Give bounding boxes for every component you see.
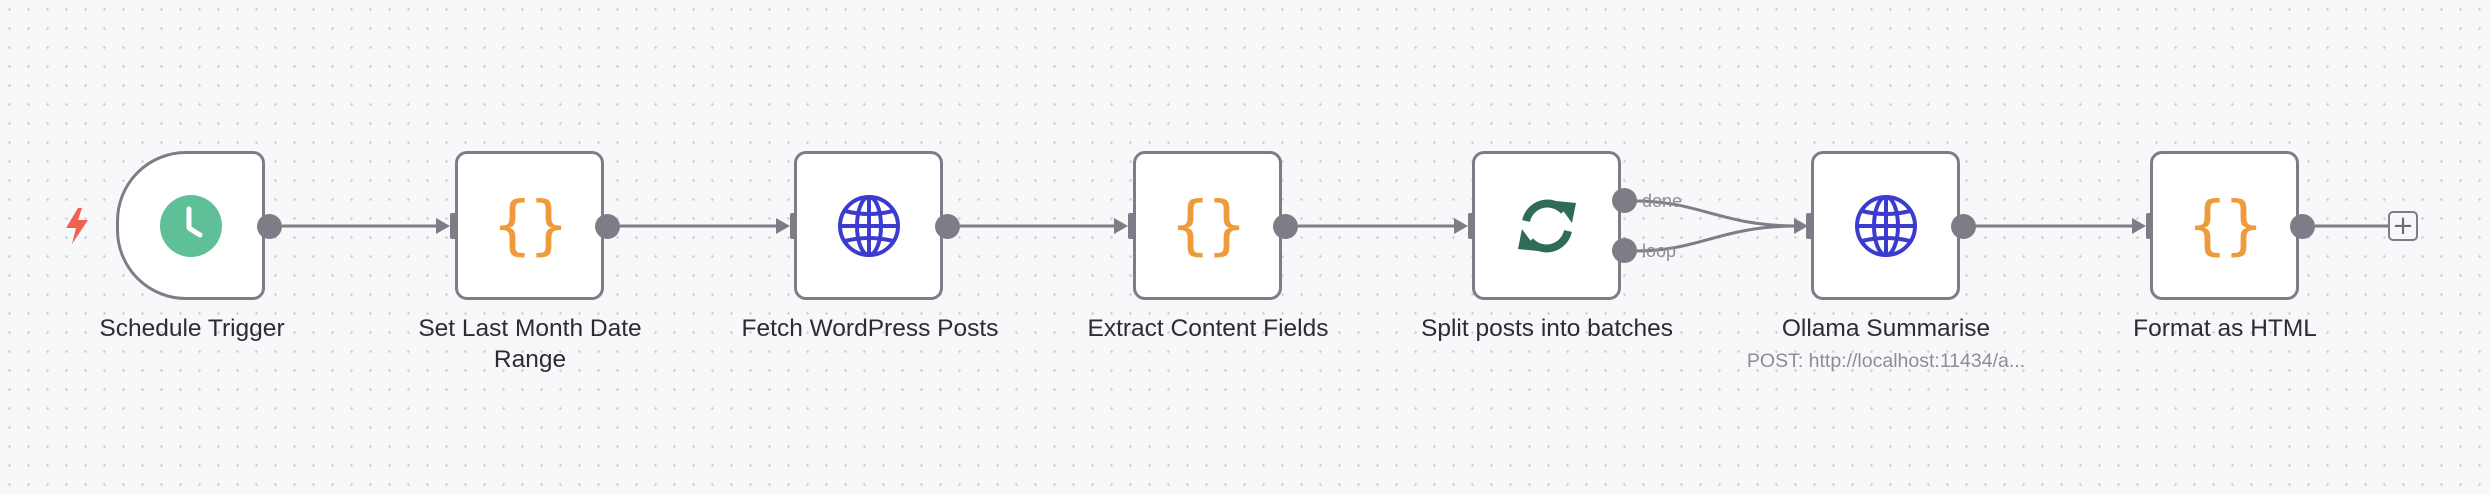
node-label: Set Last Month Date Range: [418, 315, 642, 373]
connection-loop: [1635, 224, 1799, 253]
node-schedule-trigger[interactable]: [116, 151, 265, 300]
output-port[interactable]: [1951, 214, 1976, 239]
arrow-head: [2132, 218, 2146, 234]
lightning-bolt-icon: [66, 208, 88, 244]
output-port-done[interactable]: [1612, 188, 1637, 213]
node-label: Fetch WordPress Posts: [741, 315, 999, 342]
output-port-loop[interactable]: [1612, 238, 1637, 263]
arrow-head: [1114, 218, 1128, 234]
globe-icon: [1854, 194, 1917, 257]
clock-icon: [159, 194, 222, 257]
node-label: Ollama Summarise: [1781, 315, 1991, 342]
loop-arrows-icon: [1517, 199, 1576, 252]
add-node-button[interactable]: +: [2388, 211, 2418, 241]
node-format-as-html[interactable]: {}: [2150, 151, 2299, 300]
code-braces-icon: {}: [2187, 188, 2263, 263]
branch-label-loop: loop: [1642, 241, 1677, 261]
node-split-posts-into-batches[interactable]: [1472, 151, 1621, 300]
node-fetch-wordpress-posts[interactable]: [794, 151, 943, 300]
output-port[interactable]: [595, 214, 620, 239]
branch-label-done: done: [1642, 191, 1683, 211]
node-extract-content-fields[interactable]: {}: [1133, 151, 1282, 300]
code-braces-icon: {}: [1170, 188, 1246, 263]
globe-icon: [837, 194, 900, 257]
node-label: Schedule Trigger: [99, 315, 285, 342]
arrow-head: [776, 218, 790, 234]
node-label: Extract Content Fields: [1087, 315, 1329, 342]
arrow-head: [1794, 218, 1808, 234]
node-subtitle: POST: http://localhost:11434/a...: [1746, 350, 2026, 372]
node-ollama-summarise[interactable]: [1811, 151, 1960, 300]
output-port[interactable]: [935, 214, 960, 239]
output-port[interactable]: [257, 214, 282, 239]
output-port[interactable]: [1273, 214, 1298, 239]
code-braces-icon: {}: [492, 188, 568, 263]
connection-done: [1635, 199, 1799, 228]
node-label: Format as HTML: [2133, 315, 2317, 342]
arrow-head: [436, 218, 450, 234]
arrow-head: [1454, 218, 1468, 234]
node-set-last-month-date-range[interactable]: {}: [455, 151, 604, 300]
node-label: Split posts into batches: [1421, 315, 1673, 342]
output-port[interactable]: [2290, 214, 2315, 239]
plus-icon: +: [2392, 211, 2414, 241]
